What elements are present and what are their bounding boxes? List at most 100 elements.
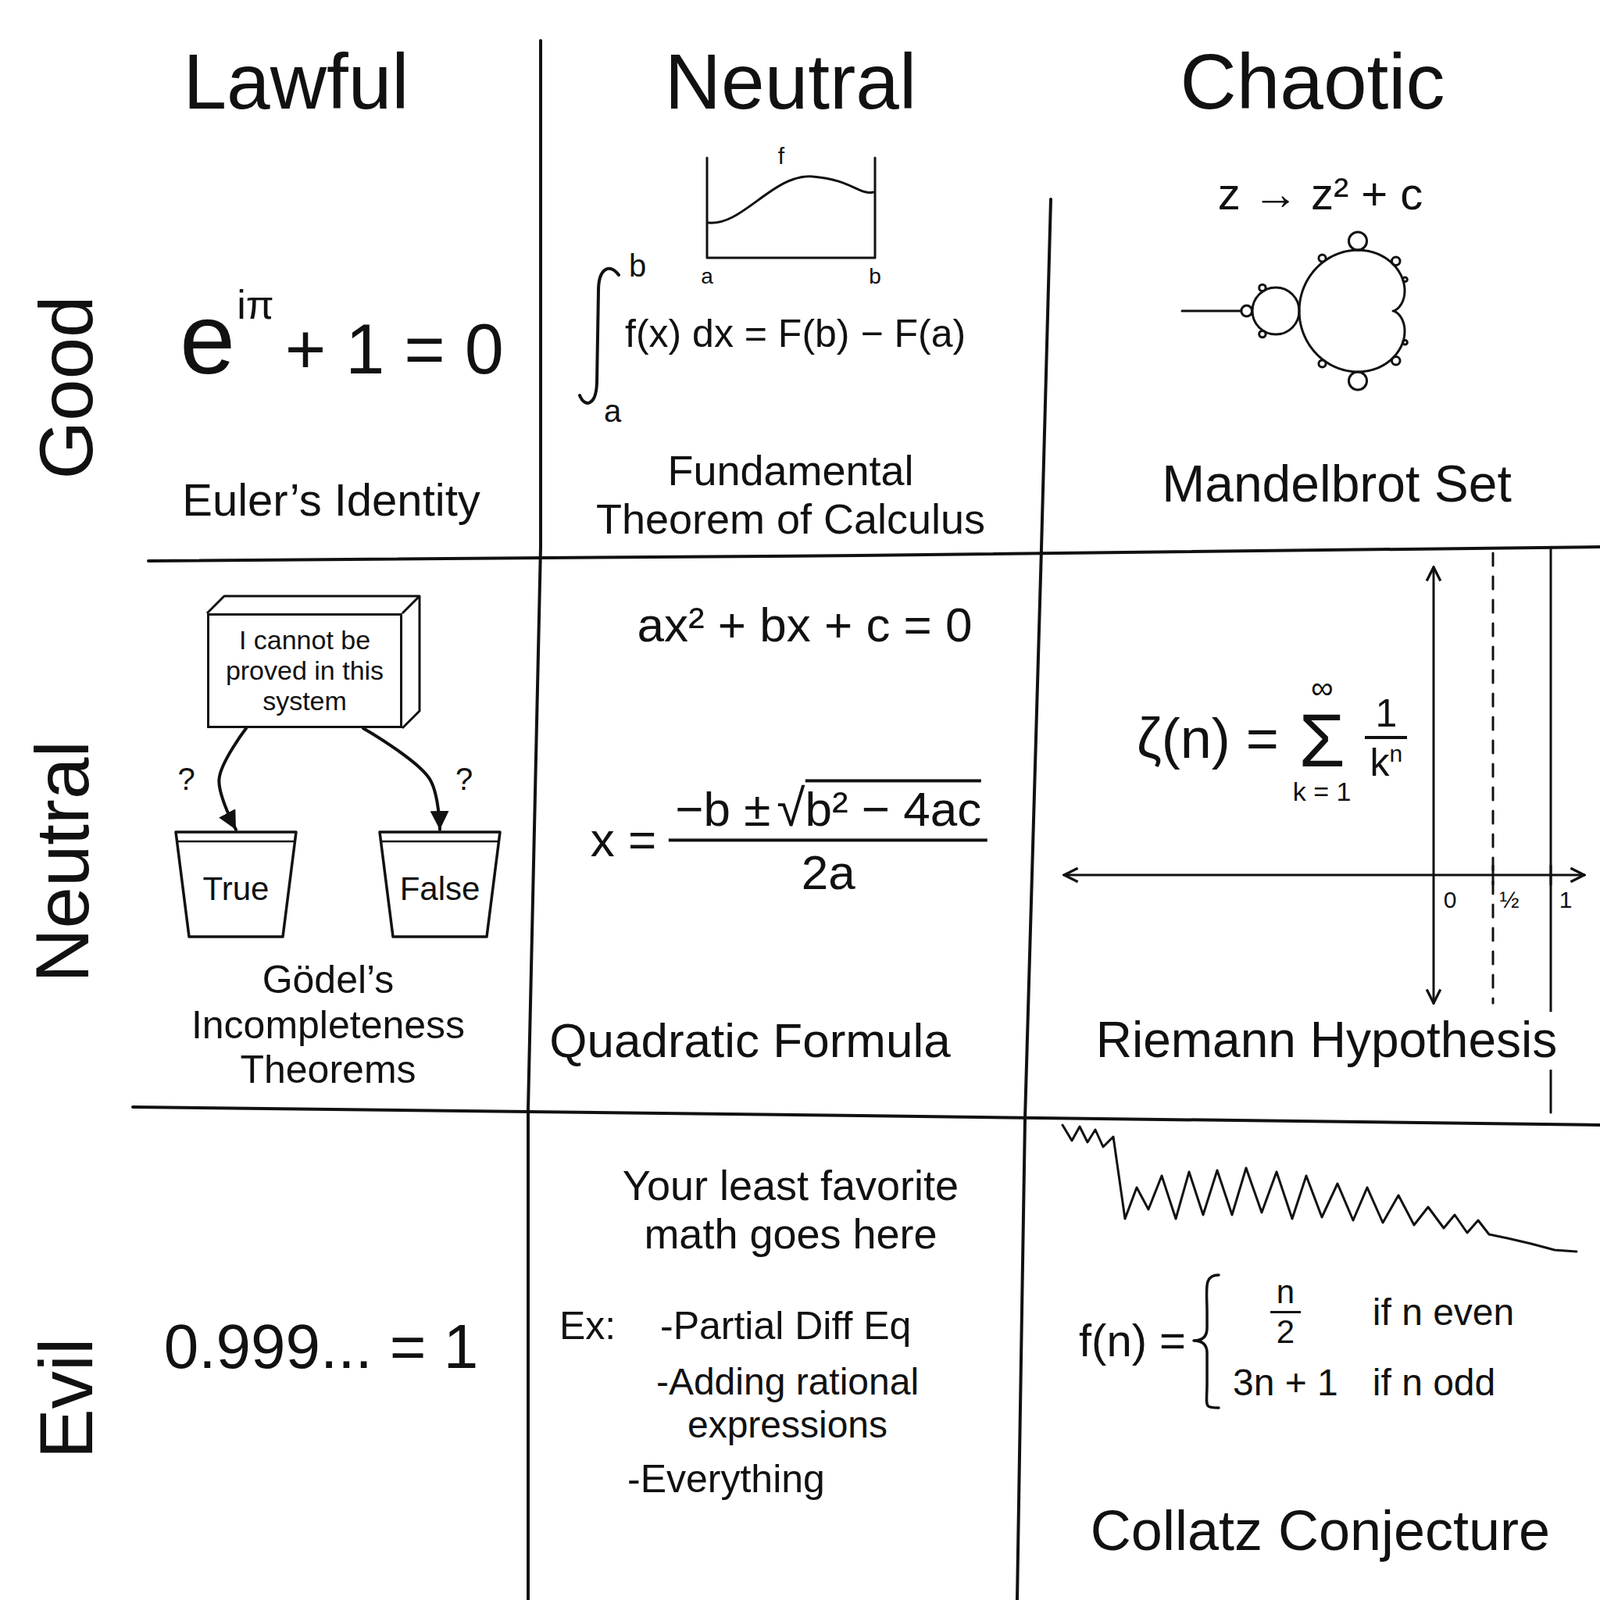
tick-label: 1 <box>1555 886 1577 915</box>
denominator: 2 <box>1276 1313 1295 1351</box>
column-header: Neutral <box>664 36 917 127</box>
bulb <box>1252 287 1300 335</box>
sum-sign: Σ <box>1298 703 1345 779</box>
case-condition: if n odd <box>1372 1360 1515 1404</box>
case-value: 3n + 1 <box>1232 1360 1339 1404</box>
antenna <box>1182 310 1242 313</box>
integral-limit: b <box>628 247 647 284</box>
fraction: −b ±√b² − 4ac2a <box>668 778 988 900</box>
exponent: n <box>1389 740 1403 768</box>
grid-line <box>132 1107 1600 1125</box>
integral-limit: a <box>603 392 622 429</box>
formula-term: ζ(n) = <box>1136 706 1279 772</box>
formula-lhs: x = <box>590 811 657 868</box>
truth-bucket: False <box>377 829 503 940</box>
node-text: I cannot be proved in this system <box>220 625 390 717</box>
summation: ∞Σk = 1 <box>1292 671 1352 805</box>
function-curve <box>708 176 874 223</box>
critical-line <box>1492 553 1495 1004</box>
formula-term: f(n) = <box>1078 1314 1186 1368</box>
list-item: -Adding rational expressions <box>639 1360 936 1447</box>
note-text: Ex: <box>559 1303 616 1350</box>
formula-lhs: ζ(n) = <box>1136 706 1279 772</box>
formula-term: e <box>179 281 236 397</box>
denominator: 2a <box>801 844 856 900</box>
denominator: k <box>1369 740 1390 786</box>
bulb <box>1391 356 1400 365</box>
caption: Mandelbrot Set <box>1161 454 1512 515</box>
imaginary-axis <box>1432 567 1436 1004</box>
node-text: True <box>203 870 270 908</box>
numerator: 1 <box>1375 691 1397 737</box>
axis-label: b <box>868 264 882 290</box>
curve-label: f <box>778 142 785 171</box>
caption: Fundamental Theorem of Calculus <box>587 446 994 543</box>
column-header: Lawful <box>182 36 409 127</box>
row-header: Neutral <box>19 740 106 983</box>
truth-bucket: True <box>173 829 299 940</box>
formula: f(x) dx = F(b) − F(a) <box>625 311 966 358</box>
zeta-formula: ζ(n) =∞Σk = 11kn <box>1136 671 1408 805</box>
node-text: False <box>400 870 481 908</box>
case-condition: if n even <box>1372 1290 1515 1334</box>
row-header: Good <box>23 296 110 480</box>
statement-box: I cannot be proved in this system <box>207 613 403 729</box>
formula-term: x = <box>590 811 657 868</box>
bulb <box>1348 371 1367 390</box>
case-value: 3n + 1 <box>1232 1360 1339 1404</box>
quadratic-formula: x =−b ±√b² − 4ac2a <box>590 778 988 900</box>
bucket-body <box>379 832 500 937</box>
caption: Gödel’s Incompleteness Theorems <box>171 957 485 1093</box>
numerator: −b ±√b² − 4ac <box>668 778 988 839</box>
axis-label: a <box>700 264 714 290</box>
connector-arrow <box>218 728 247 830</box>
tick-label: ½ <box>1495 886 1523 915</box>
case-brace <box>1193 1275 1219 1408</box>
caption: Riemann Hypothesis <box>1092 1011 1562 1070</box>
grid-line <box>1017 199 1051 1600</box>
numerator: n <box>1276 1273 1295 1311</box>
case-value: n2 <box>1270 1273 1301 1352</box>
bulb <box>1241 305 1253 317</box>
tick-label: 0 <box>1439 886 1461 915</box>
sum-limit: ∞ <box>1310 671 1334 704</box>
bulb <box>1259 330 1266 337</box>
radicand: b² − 4ac <box>804 778 982 835</box>
hailstone-plot <box>1062 1125 1577 1252</box>
bulb <box>1403 339 1408 345</box>
numerator: n <box>1276 1273 1295 1311</box>
euler-formula: eiπ+ 1 = 0 <box>179 281 504 397</box>
box-side <box>207 596 420 729</box>
fraction-bar: 2a <box>668 838 988 900</box>
piecewise-cases: n2 if n even 3n + 1 if n odd <box>1232 1273 1515 1404</box>
fraction-bar: kn <box>1364 735 1408 786</box>
radical-sign: √ <box>776 778 805 839</box>
exponent: iπ <box>236 282 274 329</box>
bucket-rim <box>381 840 499 843</box>
graph-frame <box>707 157 875 258</box>
grid-line <box>528 40 541 1600</box>
case-condition: if n odd <box>1372 1360 1515 1404</box>
caption: Euler’s Identity <box>182 474 481 527</box>
formula: z → z² + c <box>1217 167 1424 221</box>
formula: ax² + bx + c = 0 <box>636 596 972 653</box>
fraction-bar: 2 <box>1270 1310 1301 1351</box>
grid-line <box>148 546 1600 561</box>
caption: Quadratic Formula <box>549 1012 950 1068</box>
row-header: Evil <box>23 1338 110 1460</box>
edge-label: ? <box>452 761 476 797</box>
sum-limit: k = 1 <box>1292 778 1352 805</box>
formula: 0.999... = 1 <box>164 1310 479 1383</box>
bucket-rim <box>177 840 295 843</box>
bulb <box>1318 254 1326 262</box>
list-item: -Everything <box>627 1457 825 1503</box>
connector-arrow <box>363 728 440 830</box>
fraction: 1kn <box>1364 691 1408 786</box>
main-cardioid <box>1299 250 1405 372</box>
bucket-body <box>175 832 297 937</box>
caption: Collatz Conjecture <box>1090 1498 1550 1564</box>
bulb <box>1391 257 1400 266</box>
real-axis <box>1064 874 1585 877</box>
bulb <box>1348 232 1367 250</box>
